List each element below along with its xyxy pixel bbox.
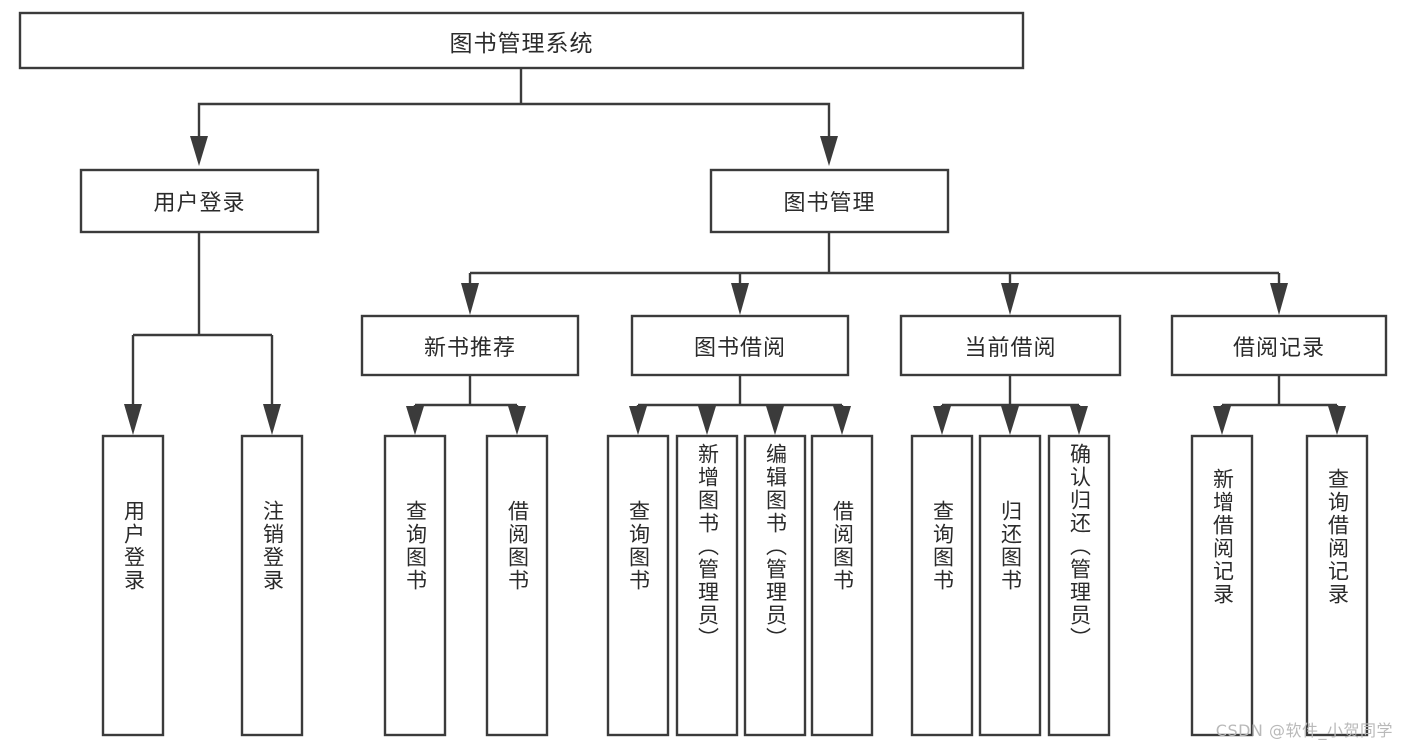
arrow-book-borrow-to-leaf-1 — [629, 406, 647, 435]
arrow-book-manage-to-current-borrow — [1001, 283, 1019, 315]
node-leaf-user-login-box[interactable] — [101, 434, 165, 737]
arrow-root-to-book-manage — [820, 136, 838, 166]
arrow-root-to-user-login — [190, 136, 208, 166]
arrow-current-borrow-to-leaf-2 — [1001, 406, 1019, 435]
node-leaf-add-book-box[interactable] — [675, 434, 739, 737]
node-leaf-confirm-return-box[interactable] — [1047, 434, 1111, 737]
arrow-current-borrow-to-leaf-3 — [1070, 406, 1088, 435]
node-leaf-add-record-box[interactable] — [1190, 434, 1254, 737]
node-leaf-query-book-2-box[interactable] — [606, 434, 670, 737]
connector-new-book-trunk — [413, 375, 519, 410]
arrow-book-manage-to-new-book — [461, 283, 479, 315]
arrow-user-login-to-leaf-1 — [124, 404, 142, 435]
arrow-book-borrow-to-leaf-3 — [766, 406, 784, 435]
node-leaf-borrow-book-1-box[interactable] — [485, 434, 549, 737]
arrow-book-borrow-to-leaf-2 — [698, 406, 716, 435]
node-leaf-query-record-box[interactable] — [1305, 434, 1369, 737]
arrow-current-borrow-to-leaf-1 — [933, 406, 951, 435]
arrow-book-borrow-to-leaf-4 — [833, 406, 851, 435]
arrow-book-manage-to-borrow-record — [1270, 283, 1288, 315]
node-leaf-borrow-book-2-box[interactable] — [810, 434, 874, 737]
connector-book-borrow-trunk — [636, 375, 844, 410]
node-book-manage-box[interactable] — [709, 168, 950, 234]
arrow-borrow-record-to-leaf-1 — [1213, 406, 1231, 435]
arrow-user-login-to-leaf-2 — [263, 404, 281, 435]
connector-book-manage-trunk — [468, 232, 1281, 283]
node-borrow-record-box[interactable] — [1170, 314, 1388, 377]
connector-user-login-trunk — [131, 232, 274, 404]
connector-borrow-record-trunk — [1220, 375, 1339, 410]
node-leaf-edit-book-box[interactable] — [743, 434, 807, 737]
node-current-borrow-box[interactable] — [899, 314, 1122, 377]
node-user-login-box[interactable] — [79, 168, 320, 234]
arrow-book-manage-to-book-borrow — [731, 283, 749, 315]
node-book-borrow-box[interactable] — [630, 314, 850, 377]
connector-root-trunk — [197, 68, 831, 136]
arrow-new-book-to-leaf-2 — [508, 406, 526, 435]
node-leaf-logout-box[interactable] — [240, 434, 304, 737]
connector-current-borrow-trunk — [940, 375, 1081, 410]
node-root-box[interactable] — [18, 11, 1025, 70]
node-leaf-return-book-box[interactable] — [978, 434, 1042, 737]
node-leaf-query-book-1-box[interactable] — [383, 434, 447, 737]
node-leaf-query-book-3-box[interactable] — [910, 434, 974, 737]
node-new-book-recommend-box[interactable] — [360, 314, 580, 377]
arrow-borrow-record-to-leaf-2 — [1328, 406, 1346, 435]
arrow-new-book-to-leaf-1 — [406, 406, 424, 435]
